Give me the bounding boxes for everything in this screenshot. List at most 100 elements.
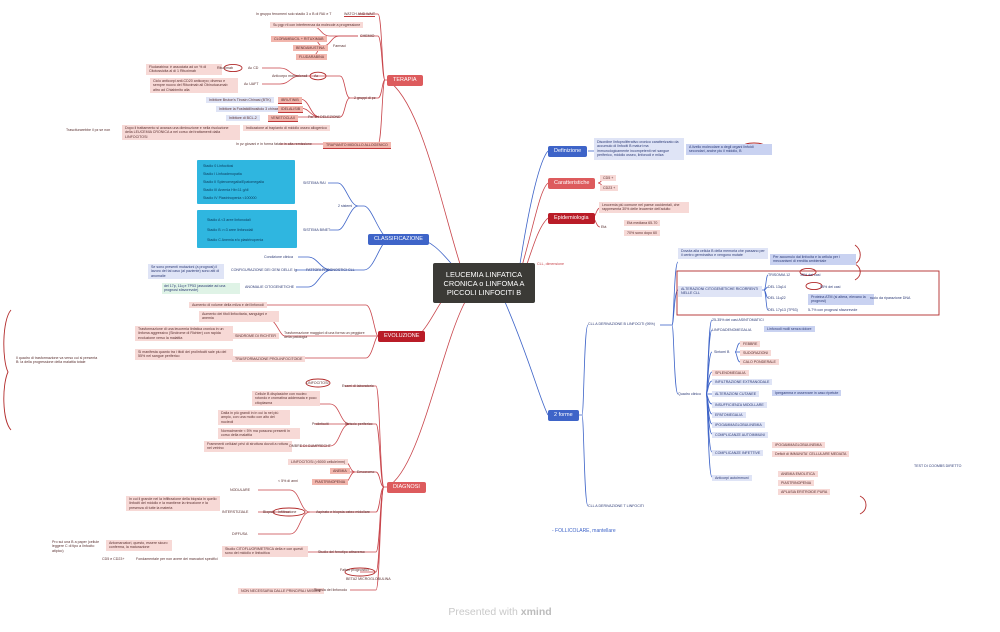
accumulo-note: Per accumulo dal linfocita e la cellula …	[770, 254, 856, 265]
piastrinopenia-autoimmune: PIASTRINOPENIA	[778, 480, 815, 487]
del-17p13: DEL 17p13 (TP53)	[768, 308, 798, 312]
topic-epidemiologia[interactable]: Epidemiologia	[548, 213, 595, 224]
bottom-annotation: - FOLLICOLARE, mantellare	[552, 528, 616, 534]
evoluzione-progressione: Trasformazione maggiori di una forma un …	[284, 331, 365, 340]
definizione-note: Disordine linfoproliferativo cronico car…	[594, 138, 684, 160]
central-topic[interactable]: LEUCEMIA LINFATICA CRONICA o LINFOMA A P…	[433, 263, 535, 303]
configurazione-ig: CONFIGURAZIONE DEI GENI DELLE Ig	[231, 268, 297, 272]
trapianto-allogenico[interactable]: TRAPIANTO MIDOLLO ALLOGENICO	[323, 142, 391, 150]
trisomia-percent: 15% dei casi	[800, 273, 821, 277]
asintomatici: 25-35% dei casi ASINTOMATICI	[712, 318, 764, 322]
epatomegalia: EPATOMEGALIA	[712, 412, 746, 419]
rituximab-value: Ac CD	[248, 66, 259, 70]
prolinfociti-label: Prolinfociti	[312, 422, 329, 426]
trasformazione-prolinfocitoide[interactable]: TRASFORMAZIONE PROLINFOCITOIDE	[232, 356, 306, 363]
alterazioni-cutanee: ALTERAZIONI CUTANEE	[712, 391, 760, 398]
cll-t-linfociti[interactable]: CLL A DERIVAZIONE T LINFOCITI	[588, 504, 644, 508]
xmind-logo: xmind	[520, 606, 552, 618]
marcatori-specifici: Fondamentale per non avere dei marcatori…	[136, 557, 218, 561]
idelalisib[interactable]: IDELALISIB	[278, 106, 304, 114]
sistema-binet[interactable]: SISTEMA BINET	[303, 228, 331, 232]
topic-due-forme[interactable]: 2 forme	[548, 410, 579, 421]
sindrome-richter[interactable]: SINDROME DI RICHTER	[232, 333, 279, 340]
eta-label: Età	[601, 225, 607, 229]
topic-definizione[interactable]: Definizione	[548, 146, 588, 157]
quadro-clinico: Quadro clinico	[678, 392, 701, 396]
eta-mediana: Età mediana 65-70	[624, 220, 661, 227]
rai-table: Stadio 0 Linfocitosi Stadio I Linfoadeno…	[197, 160, 295, 204]
watch-and-wait[interactable]: WATCH AND WAIT	[344, 12, 376, 18]
topic-classificazione[interactable]: CLASSIFICAZIONE	[368, 234, 429, 245]
binet-table: Stadio A <3 aree linfonodali Stadio B >=…	[197, 210, 297, 248]
ipogammaglobulinemia-note: IPOGAMMAGLOBULINEMIA	[772, 442, 825, 449]
terapia-row1-note: In gruppo fenomeni solo stadio 3 o B di …	[256, 12, 332, 16]
ac-label: Ac	[314, 74, 319, 78]
fattori-prognostici-diagnosi[interactable]: Fattori prognostici	[340, 568, 369, 572]
obinutuzumab-label: Ac UAFT	[244, 82, 259, 86]
complicanze-autoimmuni: COMPLICANZE AUTOIMMUNI	[712, 432, 768, 439]
rai-row: Stadio I Linfoadenopatia	[203, 172, 242, 176]
chemio-note: Su pgp rti con interferenza da molecole …	[270, 22, 364, 29]
definizione-right-note: A livello molecolare a degli organi linf…	[686, 144, 772, 155]
sistema-rai[interactable]: SISTEMA RAI	[303, 181, 326, 185]
biopsia-linfonodo-note: NON NECESSARIA DALLE PRINCIPALI MISURE	[238, 588, 325, 595]
rai-row: Stadio 0 Linfocitosi	[203, 164, 234, 168]
citogenetica-note: del 17p, 11q e TP53 (associate ad una pr…	[162, 283, 240, 294]
chemio-bendamustina[interactable]: BENDAMUSTINA	[293, 45, 328, 52]
cll-b-linfociti[interactable]: CLL A DERIVAZIONE B LINFOCITI (95%)	[588, 322, 655, 326]
rai-row: Stadio III Anemia Hb<11 g/dl	[203, 188, 249, 192]
piastrinopenia-note: < 5% di anni	[278, 479, 298, 483]
fludarabina-note: Fludarabina: è associata ad un % di Cito…	[146, 64, 222, 75]
topic-terapia[interactable]: TERAPIA	[387, 75, 423, 86]
binet-row: Stadio B >=3 aree linfonodali	[207, 228, 254, 232]
sudorazioni: SUDORAZIONI	[740, 350, 771, 357]
anemia-label[interactable]: ANEMIA	[330, 468, 350, 475]
anomalie-citogenetiche: ANOMALIE CITOGENETICHE	[245, 285, 295, 289]
del-13q14-percent: 55% dei casi	[820, 285, 841, 289]
ombre-gumprecht[interactable]: OMBRE DI GUMPRECHT	[289, 444, 331, 448]
venetoclax[interactable]: VENETOCLAX	[268, 115, 299, 123]
condizione-clinica: Condizione clinica	[264, 255, 293, 259]
allogenico-left-note: In pz giovani e in forma fatale in alta …	[236, 142, 312, 146]
citofluorimetria-left-note: Pro sui una B a paper (cellule leggere C…	[52, 540, 100, 553]
piastrinopenia-label[interactable]: PIASTRINOPENIA	[312, 479, 349, 486]
chemio-clorambucil[interactable]: CLORAMBUCIL + RITUXIMAB	[271, 36, 327, 43]
evoluzione-milza: Aumento di volume della milza e dei linf…	[189, 302, 267, 309]
binet-row: Stadio C Anemia e/o piastrinopenia	[207, 238, 264, 242]
topic-caratteristiche[interactable]: Caratteristiche	[548, 178, 596, 189]
cd23-positivo: CD23 +	[600, 185, 619, 192]
prolinfocitoide-note: Si manifesta quanto tra i titoli dei pro…	[135, 349, 233, 360]
topic-diagnosi[interactable]: DIAGNOSI	[387, 482, 426, 493]
aplasia-eritroide: APLASIA ERITROIDE PURA	[778, 489, 831, 496]
allogenico-note: Indicazione al trapianto di midollo osse…	[243, 125, 330, 132]
striscio-periferico: Striscio periferico	[345, 422, 373, 426]
chemio-fludarabina[interactable]: FLUDARABINA	[296, 54, 328, 61]
biopsia-label: Biopsia	[263, 510, 275, 514]
calo-ponderale: CALO PONDERALE	[740, 359, 779, 366]
trapianto-left-note: Trasciturarebbe il pz se non	[66, 128, 111, 132]
linfocitosi-label[interactable]: LINFOCITOSI	[306, 381, 329, 385]
trisomia-12: TRISOMIA 12	[768, 273, 791, 277]
due-sistemi: 2 sistemi	[338, 204, 353, 208]
biopsia-linfonodo: Biopsia del linfonodo	[314, 588, 348, 592]
anticorpi-autoimmuni: Anticorpi autoimmuni	[712, 475, 752, 482]
prolinfociti-note: Dalla in più grandi in in cui la nel più…	[218, 410, 290, 426]
beta2-microglobulina: BETA2 MICROGLOBULINA	[346, 577, 391, 581]
infiltrazione-diffusa: DIFFUSA	[232, 532, 248, 536]
richter-note: Trasformazione di una leucemia linfatica…	[135, 326, 233, 342]
root-annotation: CLL, dimensione	[537, 262, 564, 266]
footer-brand[interactable]: Presented with xmind	[0, 606, 1000, 618]
interstiziale-note: In cui il grande nel la infiltrazione de…	[126, 496, 220, 512]
topic-evoluzione[interactable]: EVOLUZIONE	[378, 331, 426, 342]
binet-row: Stadio A <3 aree linfonodali	[207, 218, 251, 222]
sintomi-b: Sintomi B	[714, 350, 730, 354]
chemio-label[interactable]: CHEMIO	[360, 34, 375, 38]
citofluorimetria-box: Studio CITOFLUORIMETRICA della e con que…	[222, 546, 308, 557]
normal-note: Normalmente < 5% ma possono presenti in …	[218, 428, 300, 439]
del-11q22: DEL 11q22	[768, 296, 786, 300]
ibrutinib[interactable]: IBRUTINIB	[278, 97, 302, 105]
cd5-cd23-label: CD5 e CD23+	[102, 557, 125, 561]
anticorpo-label: Anticorpo monoclonali	[272, 74, 308, 78]
eta-percentuale: 70% sono dopo 60	[624, 230, 660, 237]
